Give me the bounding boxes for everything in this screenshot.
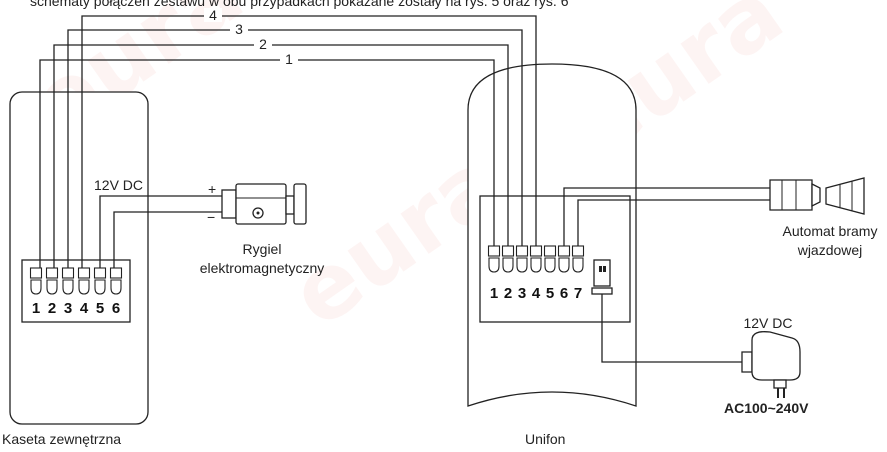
wire-bundle <box>39 15 537 268</box>
power-jack-icon <box>591 259 613 295</box>
handset-label: Unifon <box>525 431 565 447</box>
outdoor-terminal-num-4: 4 <box>80 300 89 317</box>
outdoor-terminal-num-1: 1 <box>32 300 40 317</box>
wire-label-4: 4 <box>209 7 217 23</box>
power-wire <box>601 294 742 363</box>
wire-3 <box>67 29 523 268</box>
handset-terminal-num-2: 2 <box>504 285 512 302</box>
gate-wires <box>563 187 770 246</box>
wire-label-2: 2 <box>259 36 267 52</box>
handset-terminal-numbers: 1 2 3 4 5 6 7 <box>490 285 582 302</box>
outdoor-unit-label: Kaseta zewnętrzna <box>2 431 121 447</box>
handset-terminal-num-7: 7 <box>574 285 582 302</box>
handset-terminal-3 <box>515 245 529 273</box>
gate-wire-a <box>563 187 770 246</box>
handset-terminal-num-3: 3 <box>518 285 526 302</box>
wire-4 <box>81 15 537 268</box>
gate-wire-b <box>577 199 770 246</box>
electromagnetic-lock-icon <box>221 183 307 225</box>
outdoor-unit-body <box>9 91 149 425</box>
lock-plus-label: + <box>208 181 216 197</box>
wire-number-labels: 1 2 3 4 <box>204 7 298 67</box>
handset-terminal-num-1: 1 <box>490 285 498 302</box>
outdoor-terminal-6 <box>109 267 123 295</box>
handset-terminal-2 <box>501 245 515 273</box>
gate-label-line2: wjazdowej <box>797 242 863 258</box>
outdoor-terminal-5 <box>93 267 107 295</box>
lock-voltage-label: 12V DC <box>94 177 143 193</box>
lock-wires <box>99 195 222 268</box>
lock-label-line1: Rygiel <box>243 241 282 257</box>
wire-label-1: 1 <box>285 51 293 67</box>
handset-terminal-5 <box>543 245 557 273</box>
gate-operator-icon <box>769 177 865 215</box>
lock-label-line2: elektromagnetyczny <box>200 260 325 276</box>
handset-terminal-num-4: 4 <box>532 285 541 302</box>
handset-terminal-7 <box>571 245 585 273</box>
outdoor-terminal-1 <box>29 267 43 295</box>
outdoor-terminal-num-5: 5 <box>96 300 104 317</box>
lock-minus-label: − <box>207 209 215 225</box>
handset-terminal-6 <box>557 245 571 273</box>
wire-2 <box>53 44 509 268</box>
outdoor-terminal-4 <box>77 267 91 295</box>
handset-terminal-1 <box>487 245 501 273</box>
outdoor-terminals <box>29 267 123 295</box>
outdoor-terminal-num-3: 3 <box>64 300 72 317</box>
handset-terminal-num-6: 6 <box>560 285 568 302</box>
handset-terminals <box>487 245 585 273</box>
outdoor-terminal-num-2: 2 <box>48 300 56 317</box>
gate-label-line1: Automat bramy <box>783 223 878 239</box>
outdoor-terminal-num-6: 6 <box>112 300 120 317</box>
handset-terminal-4 <box>529 245 543 273</box>
outdoor-terminal-2 <box>45 267 59 295</box>
outdoor-terminal-3 <box>61 267 75 295</box>
wire-1 <box>39 59 495 268</box>
power-voltage-label: 12V DC <box>743 315 792 331</box>
header-text: schematy połączeń zestawu w obu przypadk… <box>30 0 569 9</box>
handset-terminal-num-5: 5 <box>546 285 554 302</box>
lock-wire-plus <box>99 195 222 268</box>
power-input-label: AC100~240V <box>724 400 809 416</box>
lock-wire-minus <box>113 211 222 268</box>
wire-label-3: 3 <box>235 21 243 37</box>
power-adapter-icon <box>741 331 801 398</box>
outdoor-terminal-numbers: 1 2 3 4 5 6 <box>32 300 120 317</box>
